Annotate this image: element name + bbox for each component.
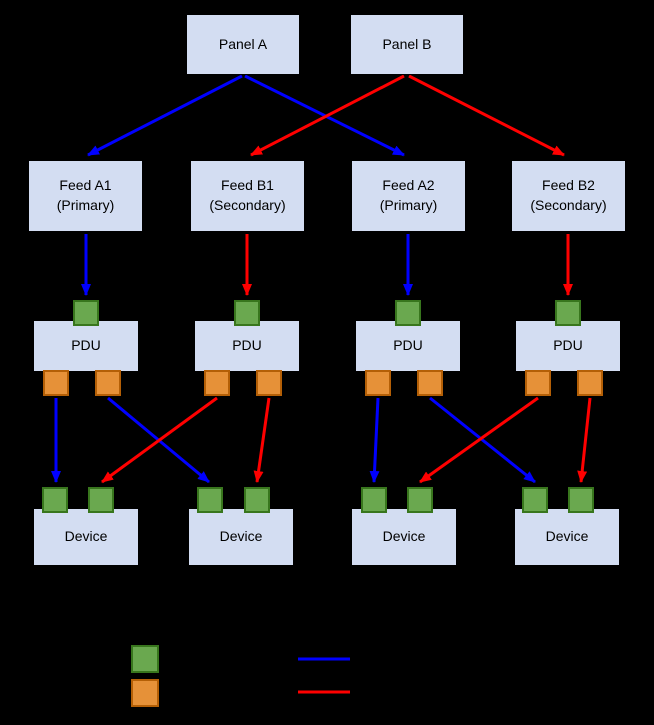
- pdu-1-output-port-right-icon: [95, 370, 121, 396]
- pdu-2-input-port-icon: [234, 300, 260, 326]
- wire-pdu-2-to-device-2: [253, 397, 271, 483]
- device-4-label: Device: [545, 528, 589, 545]
- device-1-node: Device: [33, 508, 139, 566]
- wire-panel-b-to-feed-b1: [250, 74, 405, 157]
- pdu-4-input-port-icon: [555, 300, 581, 326]
- device-1-input-port-a-icon: [42, 487, 68, 513]
- feed-a2-node: Feed A2 (Primary): [351, 160, 466, 232]
- wire-pdu-1-to-device-2: [107, 396, 210, 484]
- feed-b1-role: (Secondary): [209, 197, 286, 213]
- pdu-1-output-port-left-icon: [43, 370, 69, 396]
- pdu-3-output-port-left-icon: [365, 370, 391, 396]
- pdu-3-input-port-icon: [395, 300, 421, 326]
- device-2-node: Device: [188, 508, 294, 566]
- pdu-2-node: PDU: [194, 320, 300, 372]
- feed-a1-role: (Primary): [56, 197, 115, 213]
- pdu-2-output-port-left-icon: [204, 370, 230, 396]
- feed-b2-role: (Secondary): [530, 197, 607, 213]
- device-2-input-port-a-icon: [197, 487, 223, 513]
- feed-a1-node: Feed A1 (Primary): [28, 160, 143, 232]
- device-1-input-port-b-icon: [88, 487, 114, 513]
- wire-pdu-2-to-device-1: [101, 396, 218, 484]
- wire-pdu-3-to-device-3: [369, 397, 380, 483]
- device-3-label: Device: [382, 528, 426, 545]
- pdu-4-label: PDU: [553, 337, 583, 354]
- device-2-input-port-b-icon: [244, 487, 270, 513]
- pdu-1-label: PDU: [71, 337, 101, 354]
- device-4-input-port-a-icon: [522, 487, 548, 513]
- pdu-2-label: PDU: [232, 337, 262, 354]
- device-3-node: Device: [351, 508, 457, 566]
- pdu-4-output-port-left-icon: [525, 370, 551, 396]
- device-2-label: Device: [219, 528, 263, 545]
- device-4-input-port-b-icon: [568, 487, 594, 513]
- pdu-4-output-port-right-icon: [577, 370, 603, 396]
- device-4-node: Device: [514, 508, 620, 566]
- pdu-3-label: PDU: [393, 337, 423, 354]
- wire-pdu-3-to-device-4: [429, 396, 536, 484]
- panel-b-node: Panel B: [350, 14, 464, 75]
- pdu-3-node: PDU: [355, 320, 461, 372]
- feed-a1-name: Feed A1: [59, 177, 112, 194]
- device-1-label: Device: [64, 528, 108, 545]
- legend-orange-square-icon: [131, 679, 159, 707]
- feed-a2-name: Feed A2: [382, 177, 435, 194]
- feed-a2-role: (Primary): [379, 197, 438, 213]
- device-3-input-port-a-icon: [361, 487, 387, 513]
- panel-a-label: Panel A: [218, 35, 268, 52]
- panel-b-label: Panel B: [382, 35, 432, 52]
- pdu-2-output-port-right-icon: [256, 370, 282, 396]
- wire-pdu-4-to-device-3: [419, 396, 539, 484]
- pdu-4-node: PDU: [515, 320, 621, 372]
- feed-b1-name: Feed B1: [221, 177, 274, 194]
- feed-b2-name: Feed B2: [542, 177, 595, 194]
- device-3-input-port-b-icon: [407, 487, 433, 513]
- wire-panel-b-to-feed-b2: [408, 74, 565, 157]
- pdu-1-node: PDU: [33, 320, 139, 372]
- pdu-1-input-port-icon: [73, 300, 99, 326]
- pdu-3-output-port-right-icon: [417, 370, 443, 396]
- wire-panel-a-to-feed-a2: [244, 74, 405, 157]
- feed-b2-node: Feed B2 (Secondary): [511, 160, 626, 232]
- legend-green-square-icon: [131, 645, 159, 673]
- feed-b1-node: Feed B1 (Secondary): [190, 160, 305, 232]
- panel-a-node: Panel A: [186, 14, 300, 75]
- wire-panel-a-to-feed-a1: [87, 74, 243, 157]
- wire-pdu-4-to-device-4: [577, 397, 592, 483]
